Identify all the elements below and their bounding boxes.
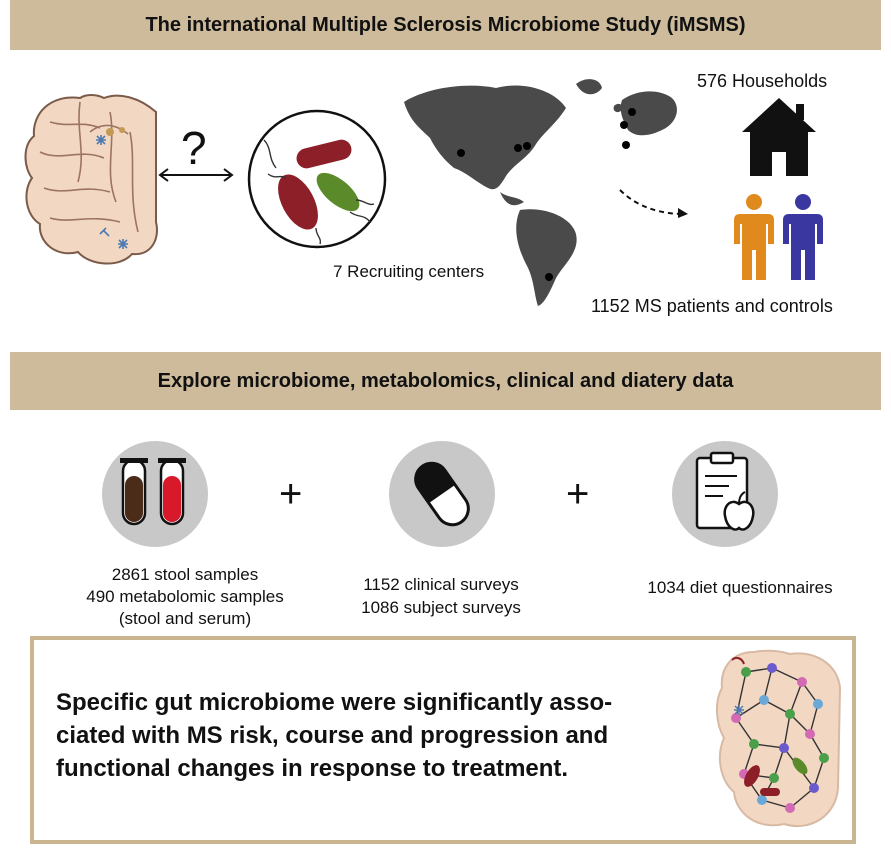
plus-sign-2: + [566, 472, 590, 516]
world-map-icon [404, 79, 677, 306]
metabolomic-samples-text: 490 metabolomic samples [86, 587, 284, 606]
person-icon [783, 194, 823, 280]
network-brain-icon [716, 649, 842, 828]
subject-surveys-text: 1086 subject surveys [361, 598, 521, 617]
plus-sign-1: + [279, 472, 303, 516]
test-tubes-icon [102, 441, 208, 547]
recruiting-centers-label: 7 Recruiting centers [333, 262, 485, 281]
double-arrow-icon [158, 168, 234, 182]
study-title: The international Multiple Sclerosis Mic… [145, 13, 746, 36]
brain-icon [24, 94, 158, 265]
house-icon [742, 98, 816, 176]
person-icon [734, 194, 774, 280]
sample-types-text: (stool and serum) [118, 609, 252, 628]
stool-samples-text: 2861 stool samples [111, 565, 259, 584]
title-banner: The international Multiple Sclerosis Mic… [10, 0, 881, 50]
clipboard-apple-icon [672, 441, 778, 547]
conclusion-line-1: Specific gut microbiome were significant… [56, 689, 613, 716]
samples-label: 2861 stool samples 490 metabolomic sampl… [70, 564, 300, 630]
diet-label: 1034 diet questionnaires [647, 578, 833, 597]
capsule-icon [389, 441, 495, 547]
question-mark: ? [181, 122, 207, 174]
explore-banner: Explore microbiome, metabolomics, clinic… [10, 352, 881, 410]
clinical-surveys-text: 1152 clinical surveys [363, 575, 519, 594]
conclusion-box [30, 636, 856, 844]
participants-label: 1152 MS patients and controls [591, 296, 833, 316]
dashed-arrow-icon [619, 189, 688, 218]
conclusion-line-3: functional changes in response to treatm… [56, 755, 569, 782]
explore-title: Explore microbiome, metabolomics, clinic… [157, 369, 734, 392]
bacteria-icon [247, 109, 387, 249]
households-label: 576 Households [697, 71, 828, 91]
conclusion-text: Specific gut microbiome were significant… [56, 686, 696, 785]
conclusion-line-2: ciated with MS risk, course and progress… [56, 722, 609, 749]
surveys-label: 1152 clinical surveys 1086 subject surve… [341, 573, 541, 619]
